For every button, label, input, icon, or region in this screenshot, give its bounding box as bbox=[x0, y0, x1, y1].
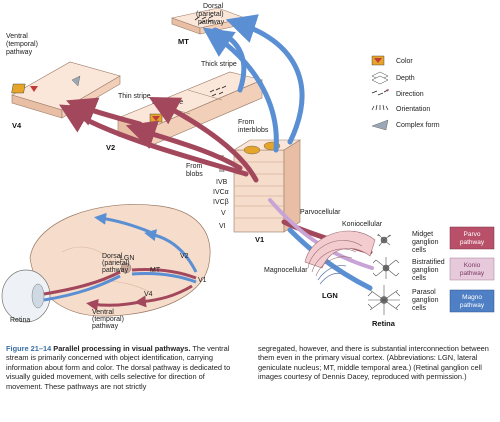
layer-vi-label: VI bbox=[219, 223, 226, 230]
caption-column-1: Figure 21–14 Parallel processing in visu… bbox=[6, 344, 242, 391]
koniocellular-label: Koniocellular bbox=[342, 221, 383, 228]
midget-cell-icon bbox=[376, 233, 392, 247]
from-interblobs-label-1: From bbox=[238, 119, 255, 126]
parasol-label-1: Parasol bbox=[412, 289, 436, 296]
brain-ventral-label-1: Ventral bbox=[92, 309, 114, 316]
from-blobs-label-1: From bbox=[186, 163, 203, 170]
figure-caption: Figure 21–14 Parallel processing in visu… bbox=[6, 344, 494, 420]
caption-text-2: segregated, however, and there is substa… bbox=[258, 344, 489, 382]
depth-legend-icon bbox=[371, 71, 389, 85]
brain-dorsal-label-3: pathway bbox=[102, 267, 129, 274]
brain-ventral-label-3: pathway bbox=[92, 323, 119, 330]
magno-box-label-1: Magno bbox=[462, 294, 482, 301]
caption-column-2: segregated, however, and there is substa… bbox=[258, 344, 494, 382]
brain-dorsal-label-2: (parietal) bbox=[102, 260, 130, 267]
brain-v4-label: V4 bbox=[144, 291, 153, 298]
legend-color-label: Color bbox=[396, 58, 413, 65]
lgn-structure bbox=[304, 230, 376, 285]
brain-retina-label: Retina bbox=[10, 317, 30, 324]
parasol-label-2: ganglion bbox=[412, 297, 439, 304]
v4-box bbox=[11, 61, 121, 119]
magno-pathway-box: Magno pathway bbox=[449, 289, 495, 313]
from-blobs-label-2: blobs bbox=[186, 171, 203, 178]
legend: Color Depth Direction Orientation Comple… bbox=[371, 55, 440, 131]
parasol-cell-icon bbox=[367, 285, 401, 315]
v1-block bbox=[232, 139, 302, 233]
parasol-label-3: cells bbox=[412, 305, 427, 312]
v1-label: V1 bbox=[255, 235, 264, 244]
konio-box-label-2: pathway bbox=[460, 270, 485, 277]
mt-label: MT bbox=[178, 37, 189, 46]
brain-v1-label: V1 bbox=[198, 277, 207, 284]
midget-label-2: ganglion bbox=[412, 239, 439, 246]
from-interblobs-label-2: interblobs bbox=[238, 127, 269, 134]
parvo-box-label-2: pathway bbox=[460, 239, 485, 246]
v4-label: V4 bbox=[12, 121, 22, 130]
dorsal-pathway-label-1: Dorsal bbox=[203, 3, 224, 10]
color-legend-icon bbox=[371, 55, 385, 66]
brain-ventral-label-2: (temporal) bbox=[92, 316, 124, 323]
bistratified-label-3: cells bbox=[412, 275, 427, 282]
brain-mt-label: MT bbox=[150, 267, 161, 274]
magnocellular-label: Magnocellular bbox=[264, 267, 308, 274]
brain-inset bbox=[1, 204, 211, 323]
layer-ivca-label: IVCα bbox=[213, 189, 229, 196]
konio-pathway-box: Konio pathway bbox=[449, 257, 495, 281]
dorsal-pathway-label-2: (parietal) bbox=[196, 11, 224, 18]
layer-v-label: V bbox=[221, 210, 226, 217]
thin-stripe-label: Thin stripe bbox=[118, 93, 151, 100]
parvocellular-label: Parvocellular bbox=[300, 209, 341, 216]
midget-label-3: cells bbox=[412, 247, 427, 254]
bistratified-label-1: Bistratified bbox=[412, 259, 445, 266]
layer-ivb-label: IVB bbox=[216, 179, 228, 186]
midget-label-1: Midget bbox=[412, 231, 433, 238]
layer-ivcb-label: IVCβ bbox=[213, 199, 229, 206]
lgn-label: LGN bbox=[322, 291, 338, 300]
legend-depth-label: Depth bbox=[396, 75, 415, 82]
magno-box-label-2: pathway bbox=[460, 302, 485, 309]
bistratified-cell-icon bbox=[372, 257, 400, 279]
orientation-legend-icon bbox=[371, 104, 389, 111]
retina-label-right: Retina bbox=[372, 319, 396, 328]
legend-direction-label: Direction bbox=[396, 91, 424, 98]
bistratified-label-2: ganglion bbox=[412, 267, 439, 274]
ventral-pathway-label-1: Ventral bbox=[6, 33, 28, 40]
thick-stripe-label: Thick stripe bbox=[201, 61, 237, 68]
visual-pathways-diagram: Dorsal (parietal) pathway MT Ventral (te… bbox=[1, 3, 495, 330]
konio-box-label-1: Konio bbox=[464, 262, 481, 269]
ventral-pathway-label-3: pathway bbox=[6, 49, 33, 56]
brain-v2-label: V2 bbox=[180, 253, 189, 260]
parvo-pathway-box: Parvo pathway bbox=[449, 226, 495, 250]
complex-form-legend-icon bbox=[371, 119, 389, 131]
caption-text-1: The ventral stream is primarily concerne… bbox=[6, 344, 231, 391]
parvo-arrows bbox=[59, 97, 373, 255]
konio-arrows bbox=[268, 198, 374, 270]
legend-orientation-label: Orientation bbox=[396, 106, 430, 113]
legend-complex-form-label: Complex form bbox=[396, 122, 440, 129]
brain-lgn-label: LGN bbox=[120, 255, 134, 262]
figure-number: Figure 21–14 bbox=[6, 344, 52, 353]
parvo-box-label-1: Parvo bbox=[464, 231, 481, 238]
layer-iii-label: III bbox=[219, 167, 225, 174]
direction-legend-icon bbox=[371, 90, 388, 96]
figure-title: Parallel processing in visual pathways. bbox=[53, 344, 191, 353]
brain-dorsal-label-1: Dorsal bbox=[102, 253, 123, 260]
dorsal-pathway-label-3: pathway bbox=[198, 19, 225, 26]
v2-label: V2 bbox=[106, 143, 115, 152]
ventral-pathway-label-2: (temporal) bbox=[6, 41, 38, 48]
